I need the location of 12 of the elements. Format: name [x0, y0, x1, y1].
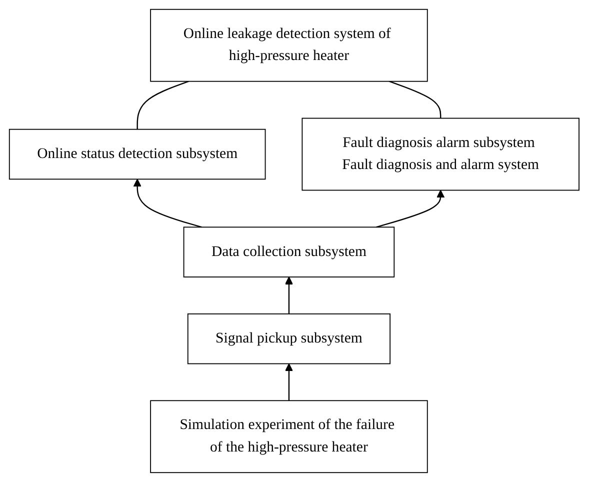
arrow [285, 363, 294, 401]
connector [389, 80, 442, 118]
arrow [376, 190, 445, 228]
node-box: Online leakage detection system of high-pressure heater [150, 8, 428, 82]
node-box: Signal pickup subsystem [188, 313, 391, 364]
node-box: Online status detection subsystem [9, 128, 266, 180]
node-box: Simulation experiment of the failure of the high-pressure heater [150, 400, 428, 474]
arrow [134, 178, 202, 228]
node-box: Fault diagnosis alarm subsystem Fault diagnosis and alarm system [302, 118, 580, 191]
arrow [285, 276, 294, 314]
node-box: Data collection subsystem [184, 226, 395, 278]
connector [137, 80, 190, 130]
